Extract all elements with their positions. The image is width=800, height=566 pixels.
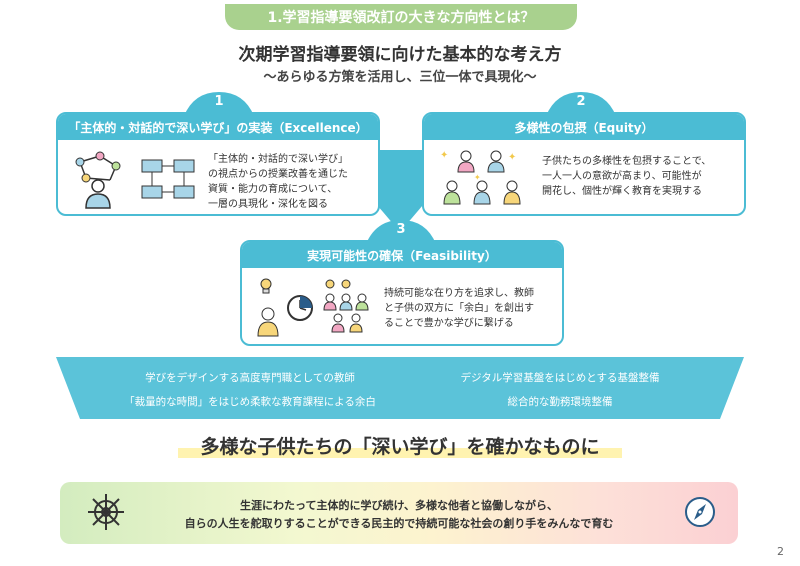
band-item: 学びをデザインする高度専門職としての教師 (145, 372, 355, 384)
card-feasibility: 実現可能性の確保（Feasibility） 持続可能な在り方を追求し、教師 と子… (240, 240, 564, 346)
card-equity-line: 子供たちの多様性を包摂することで、 (542, 156, 712, 167)
compass-icon (685, 497, 715, 527)
network-person-icon (75, 151, 121, 209)
card-equity-line: 一人一人の意欲が高まり、可能性が (542, 171, 702, 182)
band-item: 総合的な勤務環境整備 (507, 396, 613, 408)
vision-box (60, 482, 738, 544)
card-excellence-line: 「主体的・対話的で深い学び」 (208, 154, 348, 165)
ship-wheel-icon (88, 494, 124, 530)
card-1-number: 1 (214, 94, 224, 109)
card-feasibility-line: 持続可能な在り方を追求し、教師 (384, 288, 534, 299)
card-feasibility-line: と子供の双方に「余白」を創出す (384, 303, 534, 314)
card-1-number-tab (184, 92, 254, 116)
band-item: 「裁量的な時間」をはじめ柔軟な教育課程による余白 (124, 396, 376, 408)
support-band-shape (56, 357, 744, 419)
card-equity: 多様性の包摂（Equity） ✦ ✦ ✦ 子供たちの多様性を包摂することで、 一… (422, 112, 746, 216)
svg-text:✦: ✦ (440, 150, 448, 161)
card-excellence-line: 一層の具現化・深化を図る (208, 199, 328, 210)
card-excellence-line: 資質・能力の育成について、 (208, 184, 338, 195)
card-3-number: 3 (396, 222, 406, 237)
vision-line: 自らの人生を舵取りすることができる民主的で持続可能な社会の創り手をみんなで育む (184, 517, 614, 530)
svg-text:✦: ✦ (474, 173, 481, 182)
diverse-people-icon: ✦ ✦ ✦ (440, 150, 521, 205)
card-excellence-title: 「主体的・対話的で深い学び」の実装（Excellence） (58, 114, 378, 140)
card-equity-title: 多様性の包摂（Equity） (424, 114, 744, 140)
headline: 多様な子供たちの「深い学び」を確かなものに (200, 436, 600, 458)
card-2-number-tab (546, 92, 616, 116)
svg-text:✦: ✦ (508, 152, 516, 163)
card-equity-line: 開花し、個性が輝く教育を実現する (542, 186, 702, 197)
teacher-clock-students-icon (257, 278, 369, 337)
cycle-flow-icon (141, 159, 195, 199)
vision-line: 生涯にわたって主体的に学び続け、多様な他者と協働しながら、 (240, 499, 558, 512)
card-excellence-line: の視点からの授業改善を通じた (208, 169, 348, 180)
section-title-pill: 1.学習指導要領改訂の大きな方向性とは？ (225, 4, 577, 30)
card-excellence: 「主体的・対話的で深い学び」の実装（Excellence） 「主体的・対話的で深… (56, 112, 380, 216)
page-number: 2 (777, 545, 784, 558)
card-feasibility-title: 実現可能性の確保（Feasibility） (242, 242, 562, 268)
card-2-number: 2 (576, 94, 586, 109)
main-title: 次期学習指導要領に向けた基本的な考え方 (238, 45, 562, 65)
headline-highlight (178, 448, 622, 458)
band-item: デジタル学習基盤をはじめとする基盤整備 (460, 372, 660, 384)
card-feasibility-line: ることで豊かな学びに繋げる (384, 318, 514, 329)
sub-title: 〜あらゆる方策を活用し、三位一体で具現化〜 (263, 70, 537, 85)
card-3-number-tab (366, 220, 436, 244)
